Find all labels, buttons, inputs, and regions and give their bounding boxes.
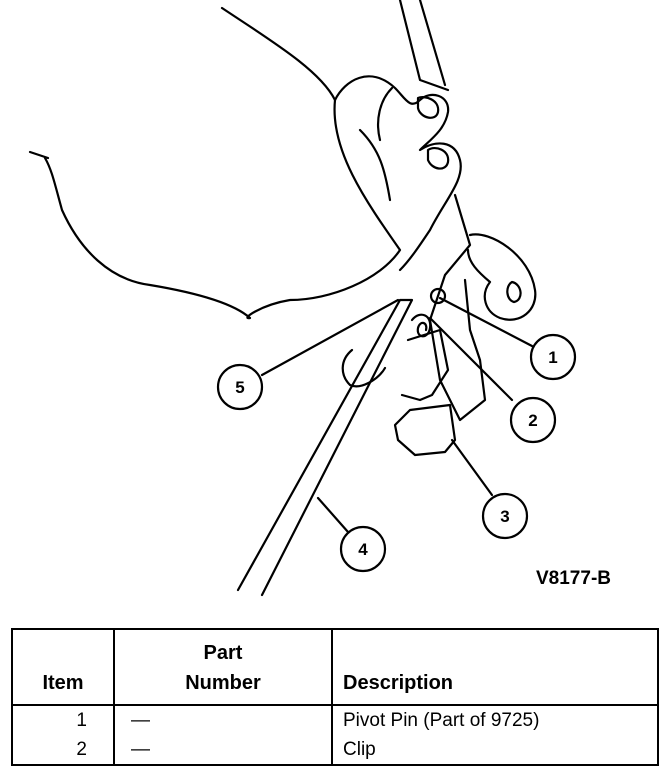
row-description: Pivot Pin (Part of 9725) [331,705,659,735]
latch-body [428,193,487,422]
callout-label-3: 3 [500,507,509,526]
pivot-pin [429,287,447,305]
header-description: Description [331,629,659,706]
fingernail [506,280,522,304]
table-row: 2 — Clip [11,735,659,765]
leader-line-4 [316,496,350,534]
leader-line-1 [438,296,534,348]
fingernail [426,146,450,170]
table-row: 1 — Pivot Pin (Part of 9725) [11,705,659,735]
leader-line-3 [450,438,494,497]
leader-line-5 [260,298,400,377]
fingernail [416,96,440,119]
latch-body [341,348,387,388]
row-description: Clip [331,735,659,765]
row-part-number: — [113,735,333,765]
parts-table: Item Part Number Description 1 — Pivot P… [11,628,659,766]
header-part-number-line2: Number [185,672,261,694]
callout-label-5: 5 [235,378,244,397]
callout-circle-3 [481,492,529,540]
figure-id-label: V8177-B [536,568,611,589]
screwdriver-tool [236,298,414,597]
finger-outline [333,75,462,272]
callout-circle-1 [529,333,577,381]
callout-label-2: 2 [528,411,537,430]
leader-line-2 [428,316,514,402]
latch-body [393,403,457,457]
row-item: 2 [11,735,115,765]
spring-clip [410,313,432,338]
row-item: 1 [11,705,115,735]
header-part-number: Part Number [113,629,333,706]
finger-outline [358,86,394,202]
callout-circle-4 [339,525,387,573]
callout-label-1: 1 [548,348,557,367]
row-part-number: — [113,705,333,735]
header-item: Item [11,629,115,706]
latch-body [400,328,450,402]
hand-outline [28,6,402,320]
callout-label-4: 4 [358,540,368,559]
callout-circle-5 [216,363,264,411]
table-header-row: Item Part Number Description [11,629,659,706]
thumb-outline [466,233,537,321]
header-part-number-line1: Part [203,642,243,664]
callout-circle-2 [509,396,557,444]
panel-edge-line [398,0,450,92]
latch-illustration: 1 2 3 4 5 [28,0,577,597]
